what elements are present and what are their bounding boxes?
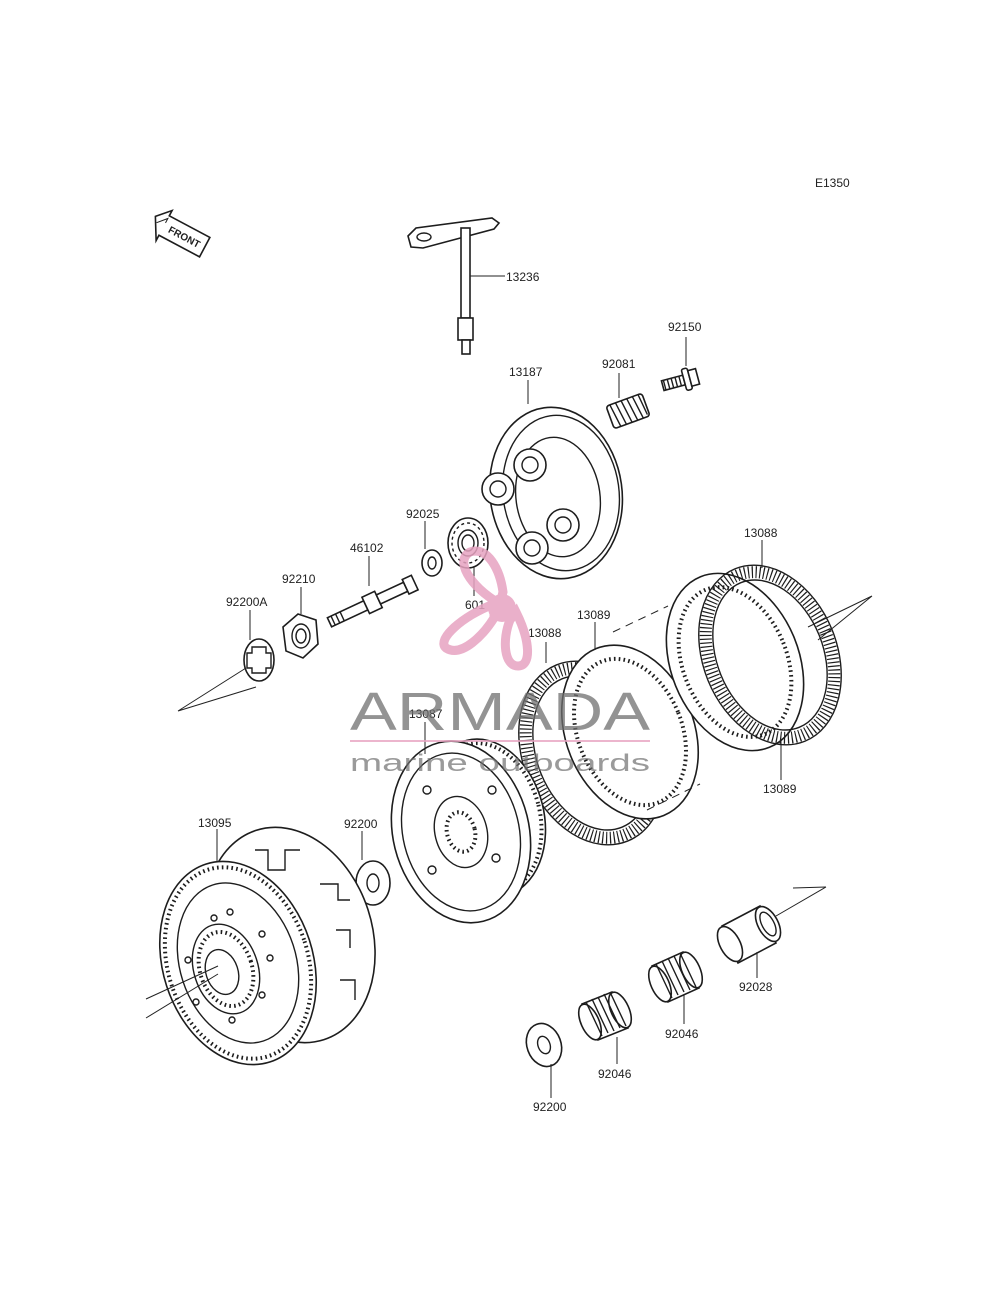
- watermark-brand: ARMADA: [350, 682, 650, 742]
- part-13095-clutch-housing: [158, 826, 376, 1066]
- part-46102-push-rod: [326, 574, 420, 628]
- label-13088-front: 13088: [528, 626, 562, 640]
- label-13236: 13236: [506, 270, 540, 284]
- part-92081-spring: [606, 393, 650, 429]
- label-92200-lower: 92200: [533, 1100, 567, 1114]
- label-92028: 92028: [739, 980, 773, 994]
- label-92200A: 92200A: [226, 595, 267, 609]
- label-13087: 13087: [409, 707, 443, 721]
- label-92081: 92081: [602, 357, 636, 371]
- part-13236-release-lever: [407, 217, 501, 355]
- part-92200-washer-lower: [525, 1022, 563, 1068]
- part-13187-pressure-plate: [481, 406, 624, 580]
- front-arrow-icon: FRONT: [154, 209, 211, 258]
- part-92210-nut: [282, 613, 319, 659]
- part-92200A-lock-washer: [243, 638, 275, 682]
- label-13088-rear: 13088: [744, 526, 778, 540]
- part-92028-sleeve: [716, 904, 782, 965]
- part-92150-bolt: [660, 367, 701, 392]
- label-13187: 13187: [509, 365, 543, 379]
- part-92046-needle-bearing-upper: [647, 950, 704, 1004]
- label-13095: 13095: [198, 816, 232, 830]
- armada-watermark: ARMADA marine outboards: [350, 546, 650, 777]
- label-92025: 92025: [406, 507, 440, 521]
- label-46102: 46102: [350, 541, 384, 555]
- label-92200-upper: 92200: [344, 817, 378, 831]
- label-92150: 92150: [668, 320, 702, 334]
- part-13087-clutch-hub: [390, 738, 547, 924]
- part-92025-washer: [421, 549, 443, 577]
- part-92046-needle-bearing-lower: [577, 990, 633, 1042]
- label-13089-rear: 13089: [763, 782, 797, 796]
- part-13088-friction-plate-rear: [698, 564, 842, 746]
- label-92210: 92210: [282, 572, 316, 586]
- propeller-logo-icon: [439, 546, 533, 671]
- watermark-tagline: marine outboards: [350, 750, 650, 777]
- part-13089-steel-plate-front: [560, 644, 700, 820]
- label-92046-upper: 92046: [665, 1027, 699, 1041]
- label-92046-lower: 92046: [598, 1067, 632, 1081]
- diagram-code: E1350: [815, 176, 850, 190]
- label-13089-front: 13089: [577, 608, 611, 622]
